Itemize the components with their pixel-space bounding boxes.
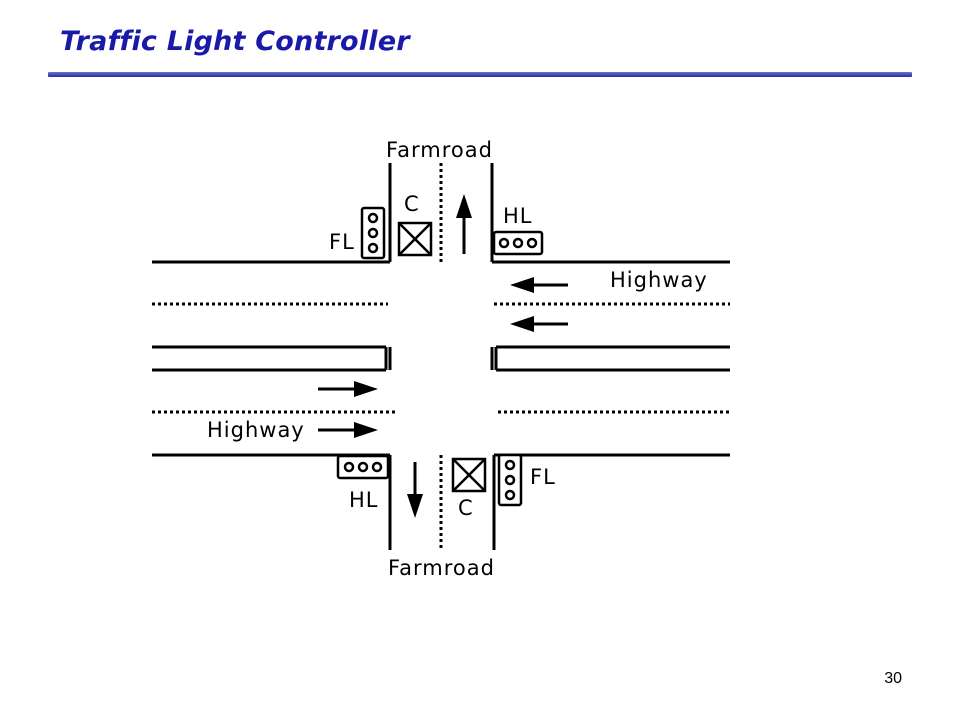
arrow-left-icon <box>510 277 568 293</box>
highway-light-top-icon <box>492 230 544 256</box>
arrow-left-icon <box>510 316 568 332</box>
highway-light-bottom-icon <box>336 454 390 480</box>
slide-title: Traffic Light Controller <box>60 26 410 57</box>
fl-bottom-label: FL <box>530 465 556 489</box>
farmroad-light-bottom-icon <box>497 453 523 507</box>
sensor-bottom-label: C <box>458 496 474 520</box>
title-rule <box>48 72 912 77</box>
farmroad-bottom-label: Farmroad <box>388 556 495 580</box>
sensor-top-label: C <box>404 192 420 216</box>
arrow-down-icon <box>407 462 423 518</box>
highway-left-label: Highway <box>207 418 305 442</box>
hl-top-label: HL <box>503 204 533 228</box>
farmroad-top-label: Farmroad <box>386 138 493 162</box>
arrow-right-icon <box>318 422 378 438</box>
highway-right-label: Highway <box>610 268 708 292</box>
page-number: 30 <box>884 670 902 687</box>
car-sensors <box>397 221 487 493</box>
arrow-right-icon <box>318 381 378 397</box>
traffic-lights <box>336 206 544 507</box>
arrow-up-icon <box>456 194 472 254</box>
car-sensor-top-icon <box>397 221 433 257</box>
lane-dividers <box>152 163 732 550</box>
traffic-arrows <box>318 194 568 518</box>
fl-top-label: FL <box>329 230 355 254</box>
hl-bottom-label: HL <box>349 488 379 512</box>
farmroad-light-top-icon <box>360 206 386 260</box>
car-sensor-bottom-icon <box>451 457 487 493</box>
